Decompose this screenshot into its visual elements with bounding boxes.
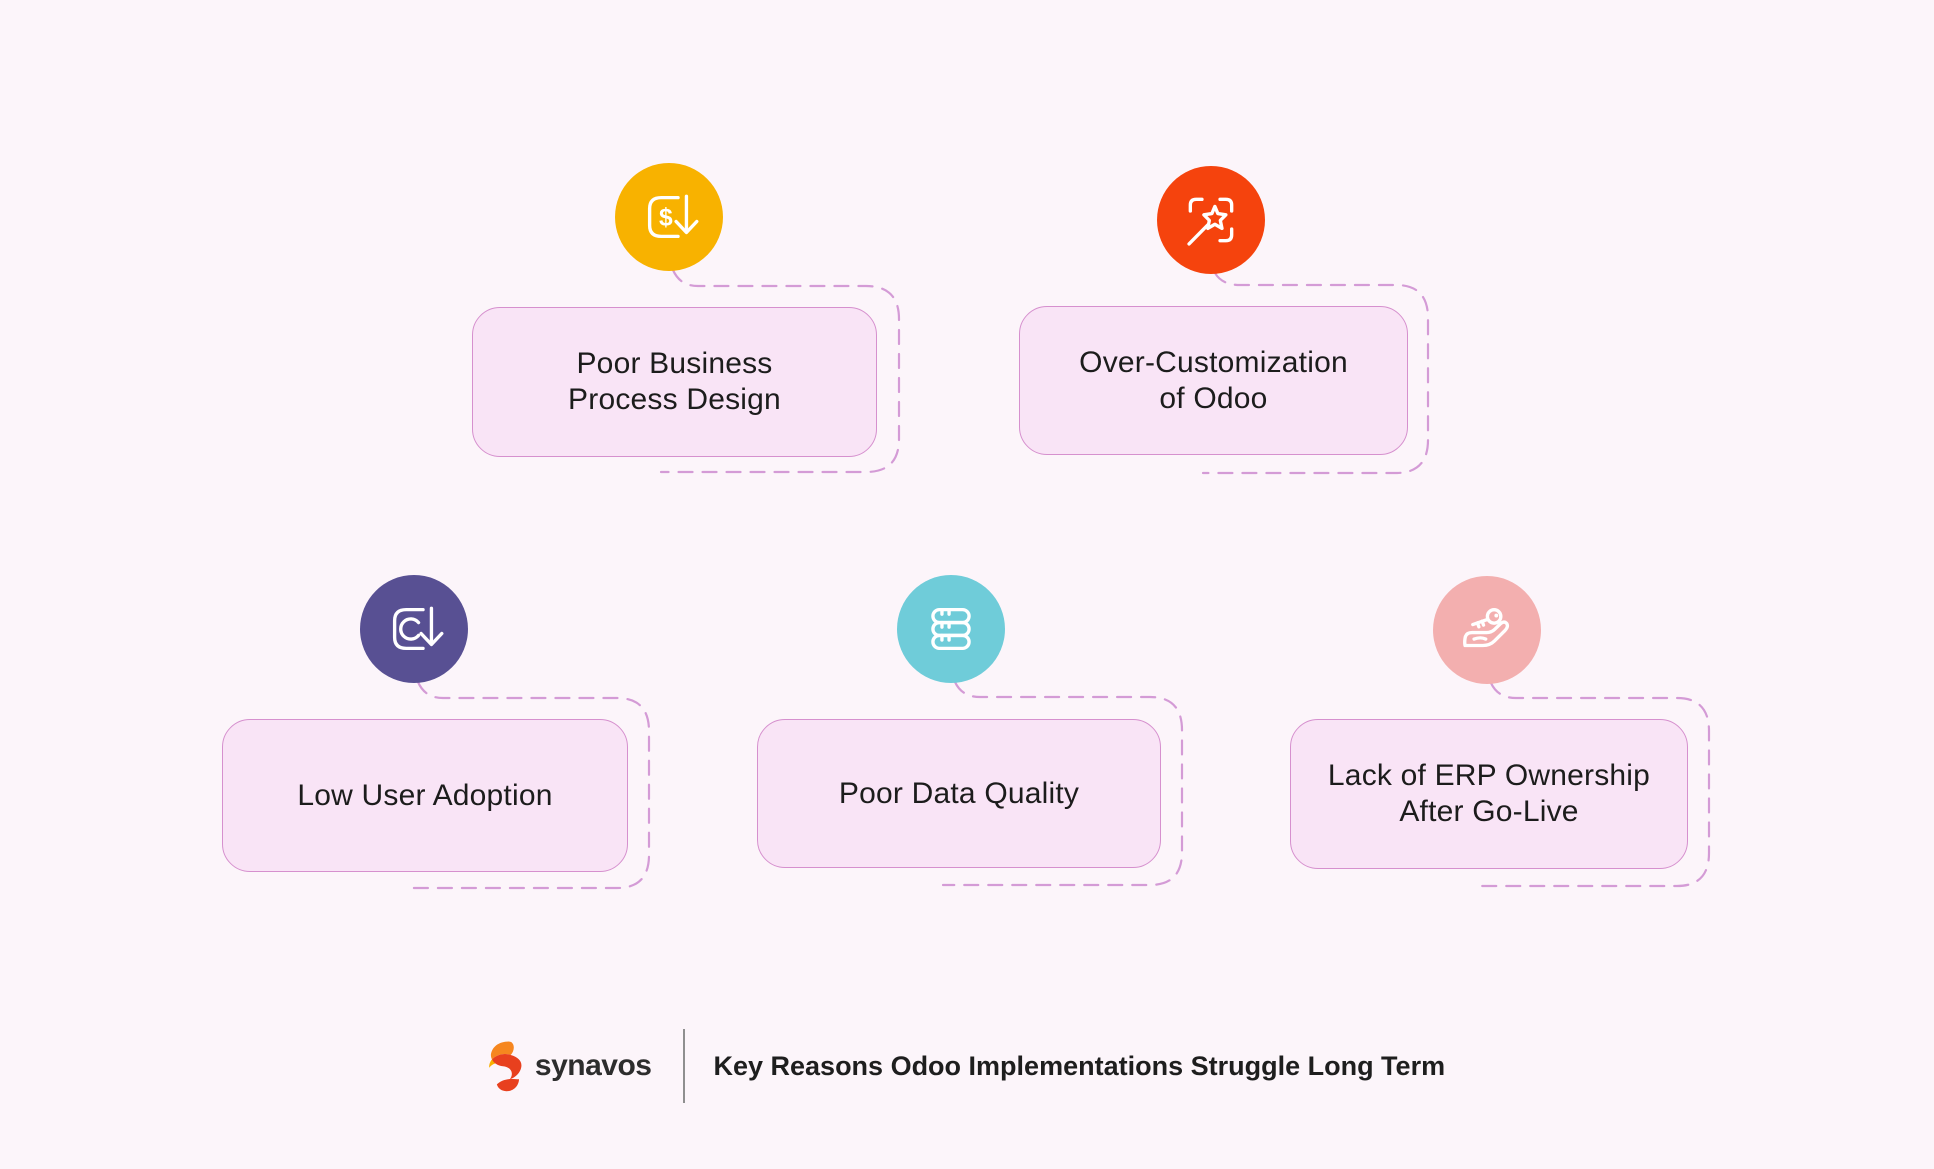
- hand-key-icon-badge: [1433, 576, 1541, 684]
- cost-down-icon-badge: $: [615, 163, 723, 271]
- cost-down-icon: $: [647, 194, 699, 239]
- reason-card-label: Poor Data Quality: [838, 776, 1080, 810]
- hand-key-icon: [1463, 608, 1510, 648]
- dashed-outline-5: [1477, 681, 1711, 888]
- dashed-outline-1: [659, 268, 901, 474]
- brand-name: synavos: [534, 1049, 652, 1082]
- reason-card-over-customization-of-odoo: Over-Customization of Odoo: [1019, 306, 1408, 455]
- reason-card-label: Low User Adoption: [297, 778, 553, 812]
- reason-card-low-user-adoption: Low User Adoption: [222, 719, 628, 872]
- dashed-outline-2: [1201, 271, 1430, 475]
- reason-card-label: Over-Customization of Odoo: [1079, 345, 1348, 415]
- footer-divider: [683, 1029, 686, 1103]
- reason-card-poor-data-quality: Poor Data Quality: [757, 719, 1161, 868]
- dashed-outline-3: [404, 680, 651, 890]
- footer: synavos Key Reasons Odoo Implementations…: [0, 1024, 1934, 1108]
- user-decline-icon: [392, 606, 444, 651]
- magic-wand-icon-badge: [1157, 166, 1265, 274]
- reason-card-label: Poor Business Process Design: [568, 347, 781, 416]
- magic-wand-icon: [1187, 197, 1234, 246]
- reason-card-lack-of-erp-ownership: Lack of ERP Ownership After Go-Live: [1290, 719, 1688, 869]
- reason-card-label: Lack of ERP Ownership After Go-Live: [1327, 759, 1651, 828]
- database-stack-icon: [931, 607, 971, 651]
- reason-card-poor-business-process-design: Poor Business Process Design: [472, 307, 877, 457]
- dashed-outline-4: [941, 680, 1184, 887]
- synavos-logo-icon: [489, 1041, 522, 1092]
- user-decline-icon-badge: [360, 575, 468, 683]
- infographic-title: Key Reasons Odoo Implementations Struggl…: [713, 1050, 1446, 1081]
- svg-text:$: $: [659, 204, 673, 231]
- database-stack-icon-badge: [897, 575, 1005, 683]
